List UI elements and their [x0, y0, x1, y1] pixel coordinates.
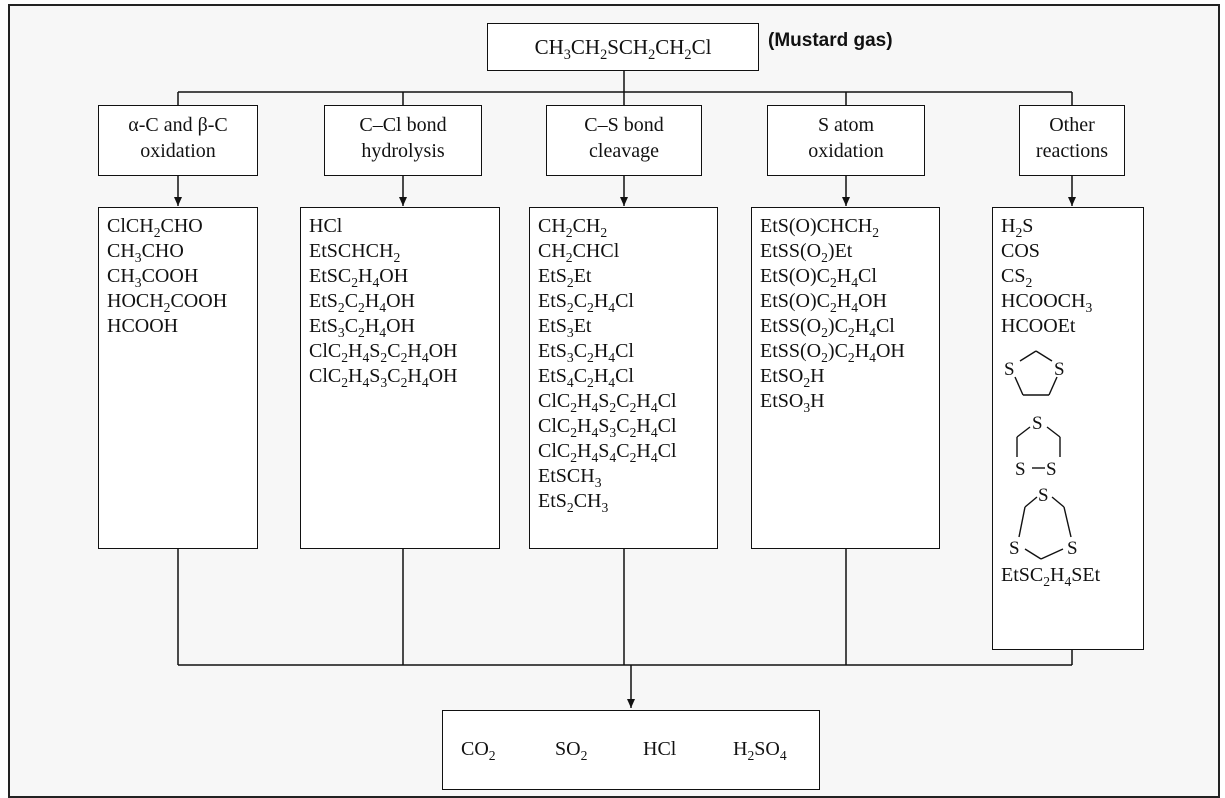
- product-item: EtS2Et: [538, 265, 592, 290]
- category-title-line-2: hydrolysis: [361, 140, 445, 162]
- trithiolane-ring-structure: S S S: [1015, 413, 1061, 480]
- product-item: ClC2H4S2C2H4OH: [309, 340, 458, 365]
- product-item: ClC2H4S2C2H4Cl: [538, 390, 677, 415]
- product-item: EtSCHCH2: [309, 240, 401, 265]
- product-item: CH2CHCl: [538, 240, 620, 265]
- category-title-line-2: oxidation: [140, 140, 216, 162]
- sulfur-atom-label: S: [1004, 359, 1015, 380]
- product-item: H2S: [1001, 215, 1034, 240]
- product-item: EtS3Et: [538, 315, 592, 340]
- category-title-line-1: S atom: [817, 114, 875, 136]
- product-item: EtS3C2H4OH: [309, 315, 415, 340]
- product-item: EtS(O)C2H4OH: [760, 290, 887, 315]
- product-item: EtSS(O2)Et: [760, 240, 853, 265]
- sulfur-atom-label: S: [1038, 485, 1049, 506]
- product-item: EtS2C2H4Cl: [538, 290, 634, 315]
- product-item: EtSCH3: [538, 465, 602, 490]
- root-compound-box: CH3CH2SCH2CH2Cl: [487, 23, 759, 71]
- product-item: HCOOEt: [1001, 315, 1076, 337]
- sulfur-atom-label: S: [1067, 538, 1078, 559]
- category-title-line-2: oxidation: [808, 140, 884, 162]
- category-box-other: Other reactions: [1019, 105, 1125, 176]
- product-item: EtS4C2H4Cl: [538, 365, 634, 390]
- sulfur-atom-label: S: [1015, 459, 1026, 480]
- product-item: EtS3C2H4Cl: [538, 340, 634, 365]
- product-item: EtS2C2H4OH: [309, 290, 415, 315]
- sulfur-atom-label: S: [1046, 459, 1057, 480]
- product-item: COS: [1001, 240, 1040, 262]
- category-title-line-1: C–Cl bond: [359, 114, 447, 136]
- product-item: EtS2CH3: [538, 490, 609, 515]
- product-item: EtSO3H: [760, 390, 825, 415]
- root-formula: CH3CH2SCH2CH2Cl: [534, 35, 712, 63]
- product-item-ethylthioethyl-sulfide: EtSC2H4SEt: [1001, 564, 1101, 589]
- product-item: ClCH2CHO: [107, 215, 203, 240]
- category-box-s-oxidation: S atom oxidation: [767, 105, 925, 176]
- category-title-line-1: α-C and β-C: [128, 114, 228, 136]
- product-item: ClC2H4S3C2H4OH: [309, 365, 458, 390]
- product-item: HOCH2COOH: [107, 290, 228, 315]
- product-item: HCOOCH3: [1001, 290, 1093, 315]
- root-note: (Mustard gas): [768, 30, 893, 51]
- category-title-line-2: reactions: [1035, 140, 1109, 162]
- category-box-ab-oxidation: α-C and β-C oxidation: [98, 105, 258, 176]
- final-product: CO2: [461, 738, 496, 763]
- product-item: EtSO2H: [760, 365, 825, 390]
- product-item: CH2CH2: [538, 215, 608, 240]
- sulfur-atom-label: S: [1054, 359, 1065, 380]
- connector-lines: [174, 71, 1076, 708]
- dithiolane-ring-structure: S S: [1004, 350, 1065, 396]
- product-item: EtS(O)CHCH2: [760, 215, 880, 240]
- product-item: EtSS(O2)C2H4Cl: [760, 315, 895, 340]
- final-product: SO2: [555, 738, 588, 763]
- category-title-line-1: Other: [1049, 114, 1095, 136]
- product-item: CH3COOH: [107, 265, 199, 290]
- product-item: EtSC2H4OH: [309, 265, 409, 290]
- final-products-box: CO2 SO2 HCl H2SO4: [442, 710, 820, 790]
- category-box-ccl-hydrolysis: C–Cl bond hydrolysis: [324, 105, 482, 176]
- final-product: H2SO4: [733, 738, 787, 763]
- category-box-cs-cleavage: C–S bond cleavage: [546, 105, 702, 176]
- product-item: CS2: [1001, 265, 1033, 290]
- final-product: HCl: [643, 738, 677, 760]
- product-item: EtSS(O2)C2H4OH: [760, 340, 905, 365]
- category-title-line-1: C–S bond: [584, 114, 664, 136]
- sulfur-atom-label: S: [1009, 538, 1020, 559]
- trithiane-ring-structure: S S S: [1009, 485, 1078, 560]
- product-item: EtS(O)C2H4Cl: [760, 265, 877, 290]
- product-item: ClC2H4S3C2H4Cl: [538, 415, 677, 440]
- category-title-line-2: cleavage: [589, 140, 659, 162]
- sulfur-atom-label: S: [1032, 413, 1043, 434]
- product-item: HCOOH: [107, 315, 179, 337]
- product-item: ClC2H4S4C2H4Cl: [538, 440, 677, 465]
- product-item: CH3CHO: [107, 240, 184, 265]
- product-item: HCl: [309, 215, 343, 237]
